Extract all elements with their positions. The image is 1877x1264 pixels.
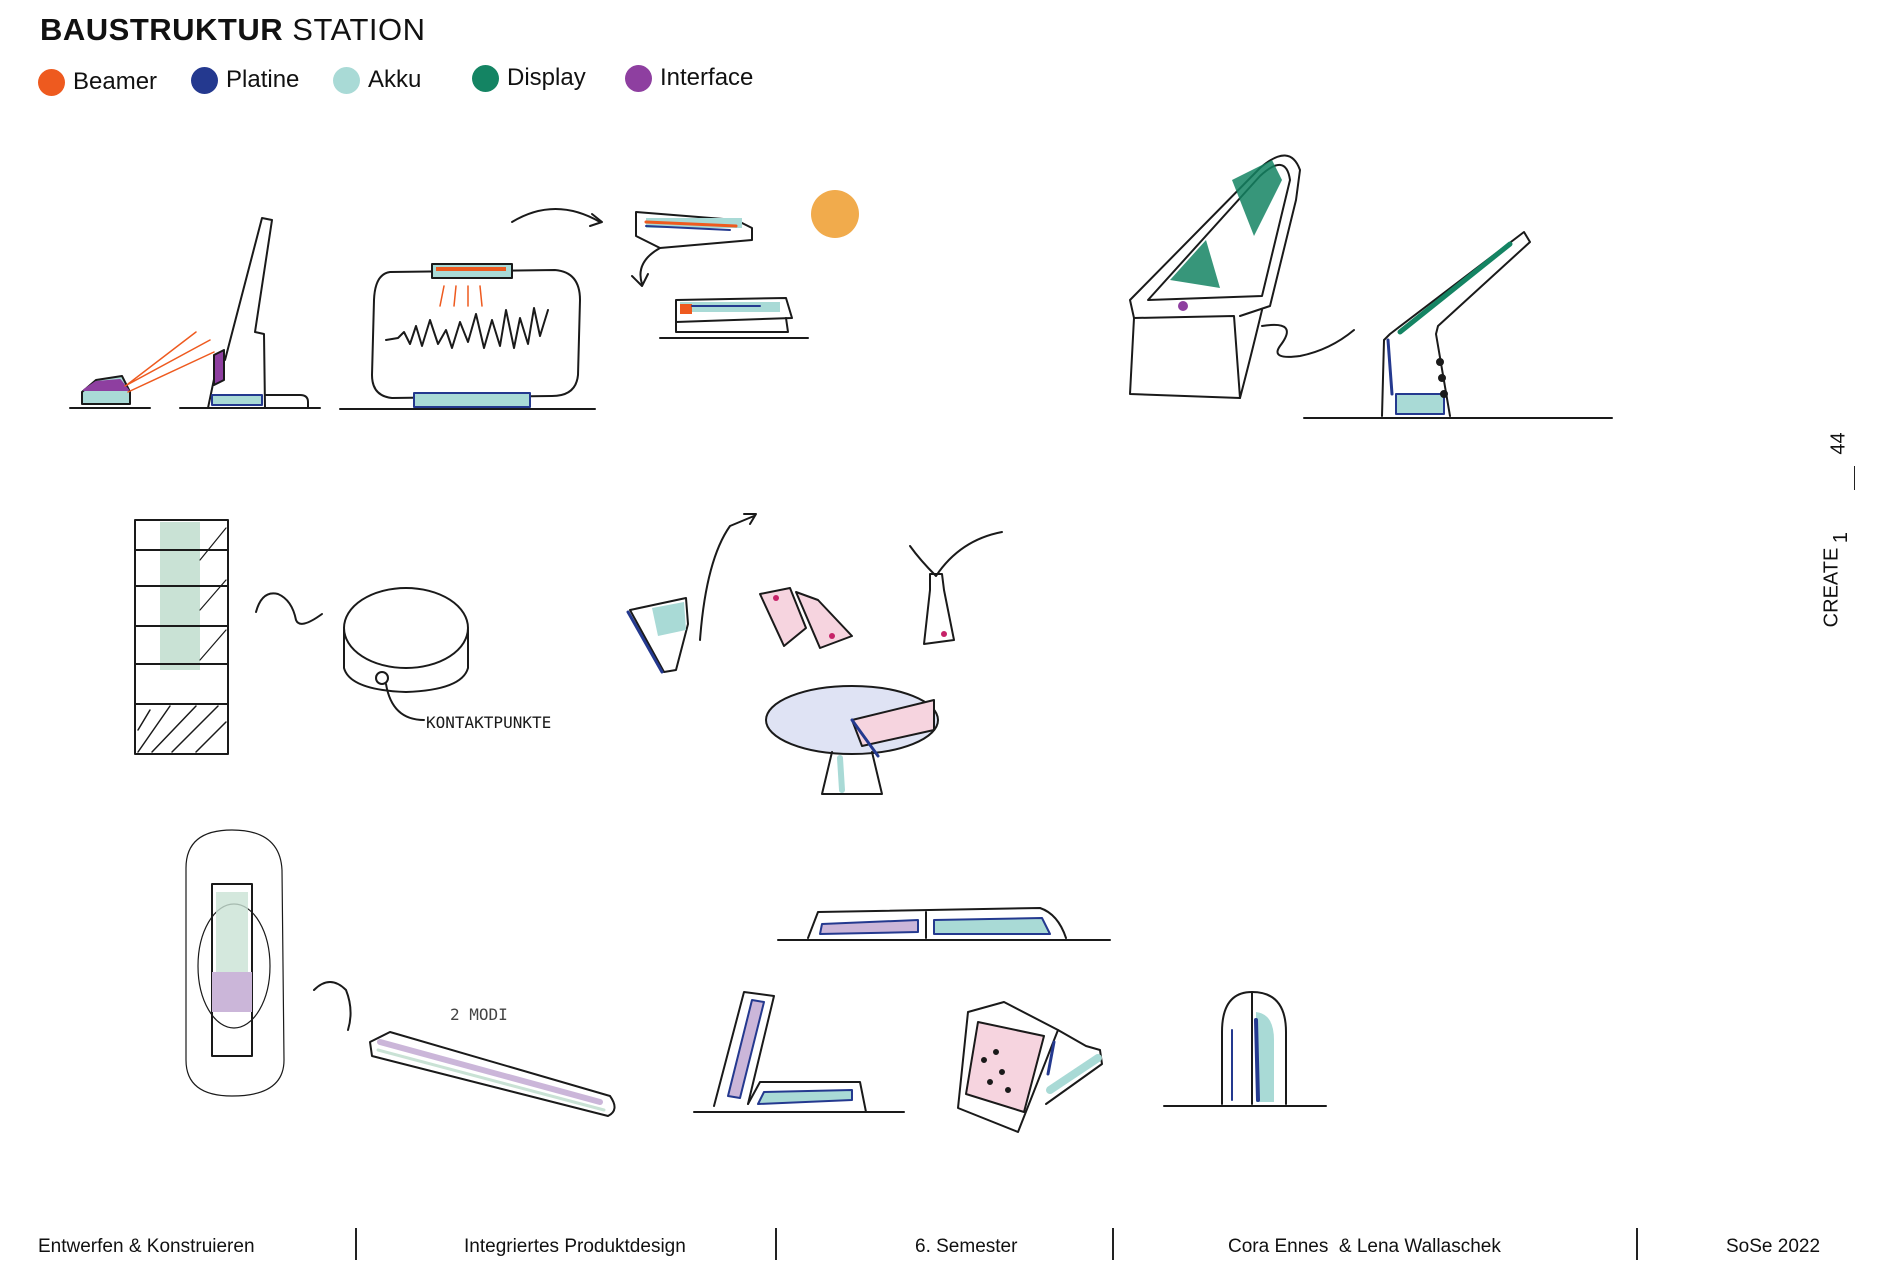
color-legend: Beamer Platine Akku Display Interface: [38, 64, 778, 100]
beamer-color-dot: [38, 68, 65, 96]
sketch-square-device: [957, 1001, 1103, 1133]
footer-separator: [775, 1228, 777, 1260]
contacts-annotation: KONTAKTPUNKTE: [426, 713, 551, 732]
legend-item-display: Display: [472, 64, 586, 92]
sketch-l-stand: [693, 991, 905, 1113]
legend-label: Akku: [368, 66, 422, 93]
footer-course: Entwerfen & Konstruieren: [38, 1236, 255, 1257]
sketch-stack-tower: [134, 519, 469, 755]
display-color-dot: [472, 64, 499, 92]
page-title: BAUSTRUKTUR STATION: [40, 12, 426, 48]
sketch-bar-modules: [631, 190, 859, 339]
sketch-capsule-waveform: [339, 208, 603, 410]
sketch-slice-modules: [626, 513, 1003, 795]
footer-separator: [1636, 1228, 1638, 1260]
footer-separator: [1112, 1228, 1114, 1260]
sketch-double-bar: [777, 907, 1111, 941]
legend-label: Interface: [660, 64, 754, 91]
legend-item-beamer: Beamer: [38, 68, 157, 96]
footer-authors: Cora Ennes & Lena Wallaschek: [1228, 1236, 1501, 1257]
title-rest: STATION: [292, 12, 426, 47]
section-label: CREATE: [1820, 547, 1843, 628]
legend-label: Display: [507, 64, 586, 91]
section-number: 1: [1830, 531, 1853, 544]
modes-annotation: 2 MODI: [450, 1005, 508, 1024]
sketch-upright-capsule: [185, 829, 616, 1117]
sketch-beamer-tablet-stand: [69, 217, 321, 409]
akku-color-dot: [333, 66, 360, 94]
legend-item-platine: Platine: [191, 66, 299, 94]
title-bold: BAUSTRUKTUR: [40, 12, 284, 47]
side-divider: [1854, 466, 1855, 490]
side-tab: 44 CREATE 1: [1820, 420, 1877, 640]
platine-color-dot: [191, 66, 218, 94]
interface-color-dot: [625, 64, 652, 92]
footer-semester: 6. Semester: [915, 1236, 1018, 1257]
legend-item-akku: Akku: [333, 66, 421, 94]
sketch-arch-display-stand: [1129, 154, 1613, 419]
footer: Entwerfen & Konstruieren Integriertes Pr…: [0, 1228, 1877, 1264]
footer-program: Integriertes Produktdesign: [464, 1236, 686, 1257]
legend-label: Platine: [226, 66, 300, 93]
footer-term: SoSe 2022: [1726, 1236, 1821, 1257]
legend-item-interface: Interface: [625, 64, 753, 92]
legend-label: Beamer: [73, 68, 158, 95]
sketch-small-arch: [1163, 991, 1327, 1107]
footer-separator: [355, 1228, 357, 1260]
page-number: 44: [1827, 432, 1850, 455]
